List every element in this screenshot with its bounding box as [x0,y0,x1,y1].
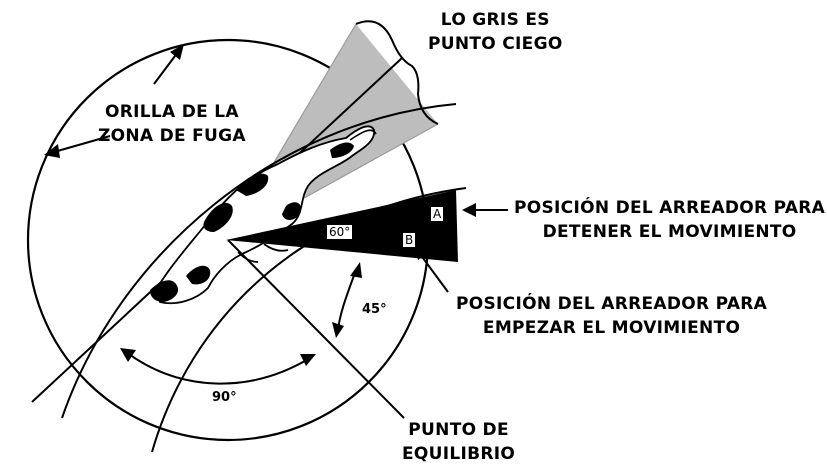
flight-zone-arrow-up [153,51,179,85]
start-position-label-line2: EMPEZAR EL MOVIMIENTO [482,318,741,338]
cow-silhouette [150,125,377,305]
stop-position-label-line2: DETENER EL MOVIMIENTO [542,222,797,242]
ninety-arrowhead-left [120,348,136,362]
blind-spot-label-line1: LO GRIS ES [440,10,550,30]
balance-point-label-line2: EQUILIBRIO [402,444,516,464]
flight-zone-label-line2: ZONA DE FUGA [98,126,246,146]
flight-zone-label-line1: ORILLA DE LA [105,102,239,122]
start-position-arrow [419,253,449,293]
stop-position-arrowhead [462,203,476,217]
start-position-label: POSICIÓN DEL ARREADOR PARA EMPEZAR EL MO… [456,292,767,340]
blind-spot-bracket [355,20,439,125]
balance-point-label-line1: PUNTO DE [408,420,509,440]
forty-five-arrowhead-top [350,262,362,278]
ninety-arrowhead-right [300,354,316,366]
stop-position-label-line1: POSICIÓN DEL ARREADOR PARA [514,198,826,218]
blind-spot-label: LO GRIS ES PUNTO CIEGO [428,8,563,56]
start-position-label-line1: POSICIÓN DEL ARREADOR PARA [456,294,768,314]
stop-position-label: POSICIÓN DEL ARREADOR PARA DETENER EL MO… [514,196,825,244]
blind-spot-label-line2: PUNTO CIEGO [428,34,563,54]
balance-point-label: PUNTO DE EQUILIBRIO [402,418,515,466]
flight-zone-arrowhead-up [170,44,184,60]
outer-arc [61,103,457,419]
forty-five-degree-label: 45° [362,302,387,317]
marker-b: B [402,232,417,248]
flight-zone-arrow-left [53,135,111,153]
start-position-arrowhead [414,246,428,260]
sixty-degree-label: 60° [326,224,354,240]
forty-five-angle-arc [337,269,357,331]
ninety-angle-arc [125,351,311,385]
marker-a: A [430,206,445,222]
flight-zone-arrowhead-left [44,144,60,158]
flight-zone-label: ORILLA DE LA ZONA DE FUGA [98,100,246,148]
forty-five-arrowhead-bottom [332,322,344,338]
inner-arc [151,187,467,453]
ninety-degree-label: 90° [212,390,237,405]
balance-point-line [227,239,405,419]
